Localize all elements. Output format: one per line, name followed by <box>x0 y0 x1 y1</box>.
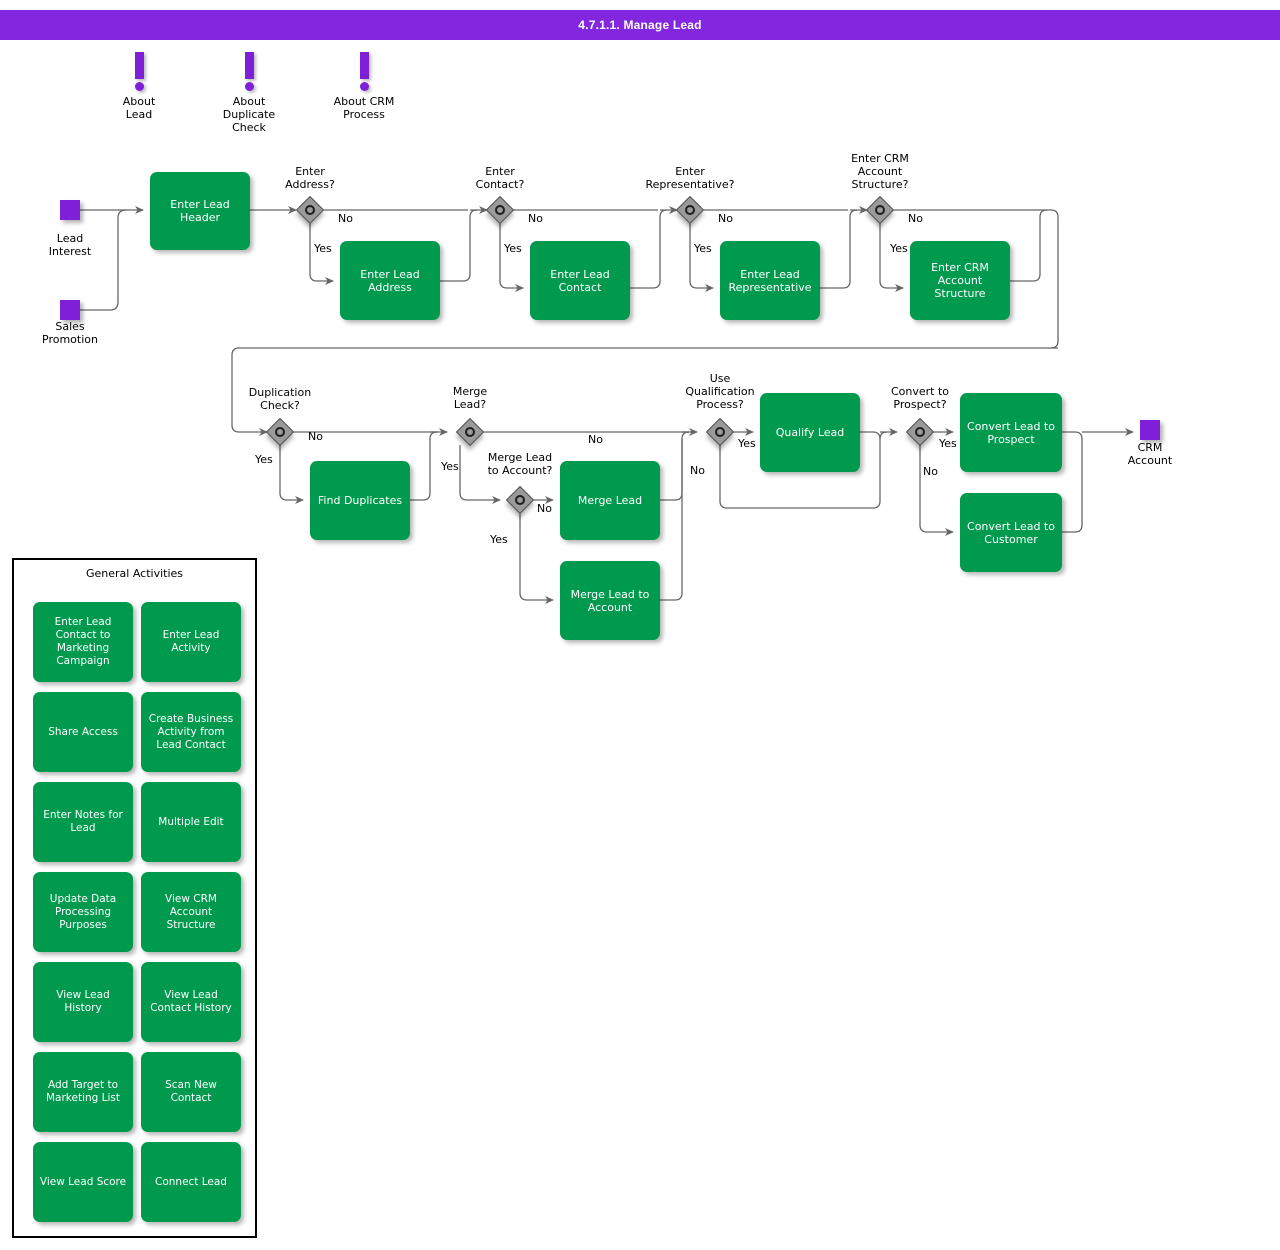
event-sales-promotion[interactable] <box>60 300 80 320</box>
general-activity-item[interactable]: View CRM Account Structure <box>141 872 241 952</box>
gateway-merge-lead-to-account[interactable] <box>505 485 535 515</box>
flow-label-yes: Yes <box>255 453 273 466</box>
task-enter-lead-representative[interactable]: Enter Lead Representative <box>720 241 820 320</box>
note-label: About Duplicate Check <box>222 95 276 134</box>
flow-label-yes: Yes <box>441 460 459 473</box>
flow-label-yes: Yes <box>490 533 508 546</box>
event-crm-account[interactable] <box>1140 420 1160 440</box>
general-activity-item[interactable]: View Lead Score <box>33 1142 133 1222</box>
gateway-label-use-qualification-process: Use Qualification Process? <box>685 372 755 411</box>
general-activity-item[interactable]: Share Access <box>33 692 133 772</box>
event-label-crm-account: CRM Account <box>1127 441 1173 467</box>
general-activity-item[interactable]: Enter Notes for Lead <box>33 782 133 862</box>
task-find-duplicates[interactable]: Find Duplicates <box>310 461 410 540</box>
gateway-ring-icon <box>685 205 695 215</box>
general-activity-item[interactable]: Update Data Processing Purposes <box>33 872 133 952</box>
gateway-use-qualification-process[interactable] <box>705 417 735 447</box>
gateway-label-enter-address: Enter Address? <box>285 165 335 191</box>
general-activity-item[interactable]: View Lead History <box>33 962 133 1042</box>
gateway-enter-crm-account-structure[interactable] <box>865 195 895 225</box>
exclamation-icon <box>134 52 144 79</box>
flow-label-no: No <box>338 212 353 225</box>
task-merge-lead[interactable]: Merge Lead <box>560 461 660 540</box>
gateway-enter-representative[interactable] <box>675 195 705 225</box>
flow-label-no: No <box>537 502 552 515</box>
general-activity-item[interactable]: Enter Lead Activity <box>141 602 241 682</box>
flow-label-no: No <box>923 465 938 478</box>
exclamation-icon <box>359 52 369 79</box>
task-enter-crm-account-structure[interactable]: Enter CRM Account Structure <box>910 241 1010 320</box>
gateway-ring-icon <box>515 495 525 505</box>
task-enter-lead-address[interactable]: Enter Lead Address <box>340 241 440 320</box>
flow-label-no: No <box>588 433 603 446</box>
gateway-enter-address[interactable] <box>295 195 325 225</box>
flow-label-yes: Yes <box>504 242 522 255</box>
general-activity-item[interactable]: Add Target to Marketing List <box>33 1052 133 1132</box>
gateway-label-enter-representative: Enter Representative? <box>645 165 735 191</box>
gateway-ring-icon <box>915 427 925 437</box>
gateway-merge-lead[interactable] <box>455 417 485 447</box>
general-activities-title: General Activities <box>85 567 184 580</box>
task-merge-lead-to-account[interactable]: Merge Lead to Account <box>560 561 660 640</box>
gateway-ring-icon <box>875 205 885 215</box>
gateway-convert-to-prospect[interactable] <box>905 417 935 447</box>
gateway-label-enter-contact: Enter Contact? <box>475 165 525 191</box>
task-convert-lead-to-customer[interactable]: Convert Lead to Customer <box>960 493 1062 572</box>
general-activity-item[interactable]: View Lead Contact History <box>141 962 241 1042</box>
event-lead-interest[interactable] <box>60 200 80 220</box>
note-about-lead[interactable]: About Lead <box>94 52 184 121</box>
flow-label-yes: Yes <box>890 242 908 255</box>
exclamation-icon <box>244 52 254 79</box>
note-label: About CRM Process <box>333 95 395 121</box>
general-activity-item[interactable]: Multiple Edit <box>141 782 241 862</box>
gateway-ring-icon <box>305 205 315 215</box>
flow-label-no: No <box>908 212 923 225</box>
flow-label-yes: Yes <box>314 242 332 255</box>
gateway-ring-icon <box>465 427 475 437</box>
gateway-enter-contact[interactable] <box>485 195 515 225</box>
gateway-label-enter-crm-account-structure: Enter CRM Account Structure? <box>851 152 909 191</box>
flow-label-no: No <box>690 464 705 477</box>
general-activity-item[interactable]: Create Business Activity from Lead Conta… <box>141 692 241 772</box>
general-activity-item[interactable]: Scan New Contact <box>141 1052 241 1132</box>
gateway-ring-icon <box>715 427 725 437</box>
gateway-label-convert-to-prospect: Convert to Prospect? <box>890 385 950 411</box>
note-about-duplicate-check[interactable]: About Duplicate Check <box>204 52 294 134</box>
note-about-crm-process[interactable]: About CRM Process <box>319 52 409 121</box>
gateway-label-merge-lead-to-account: Merge Lead to Account? <box>487 451 553 477</box>
general-activities-grid: Enter Lead Contact to Marketing Campaign… <box>33 602 241 1222</box>
flow-label-no: No <box>308 430 323 443</box>
task-enter-lead-contact[interactable]: Enter Lead Contact <box>530 241 630 320</box>
flow-label-yes: Yes <box>694 242 712 255</box>
exclamation-dot-icon <box>134 82 144 91</box>
task-enter-lead-header[interactable]: Enter Lead Header <box>150 172 250 250</box>
gateway-label-duplication-check: Duplication Check? <box>248 386 312 412</box>
exclamation-dot-icon <box>359 82 369 91</box>
event-label-sales-promotion: Sales Promotion <box>42 320 98 346</box>
general-activity-item[interactable]: Enter Lead Contact to Marketing Campaign <box>33 602 133 682</box>
note-label: About Lead <box>122 95 156 121</box>
gateway-ring-icon <box>275 427 285 437</box>
general-activities-panel: General Activities Enter Lead Contact to… <box>12 558 257 1238</box>
flow-label-no: No <box>528 212 543 225</box>
task-convert-lead-to-prospect[interactable]: Convert Lead to Prospect <box>960 393 1062 472</box>
flow-label-yes: Yes <box>738 437 756 450</box>
gateway-ring-icon <box>495 205 505 215</box>
event-label-lead-interest: Lead Interest <box>48 232 92 258</box>
exclamation-dot-icon <box>244 82 254 91</box>
general-activity-item[interactable]: Connect Lead <box>141 1142 241 1222</box>
task-qualify-lead[interactable]: Qualify Lead <box>760 393 860 472</box>
flow-label-no: No <box>718 212 733 225</box>
gateway-duplication-check[interactable] <box>265 417 295 447</box>
gateway-label-merge-lead: Merge Lead? <box>452 385 488 411</box>
flow-label-yes: Yes <box>939 437 957 450</box>
page-title: 4.7.1.1. Manage Lead <box>0 10 1280 40</box>
